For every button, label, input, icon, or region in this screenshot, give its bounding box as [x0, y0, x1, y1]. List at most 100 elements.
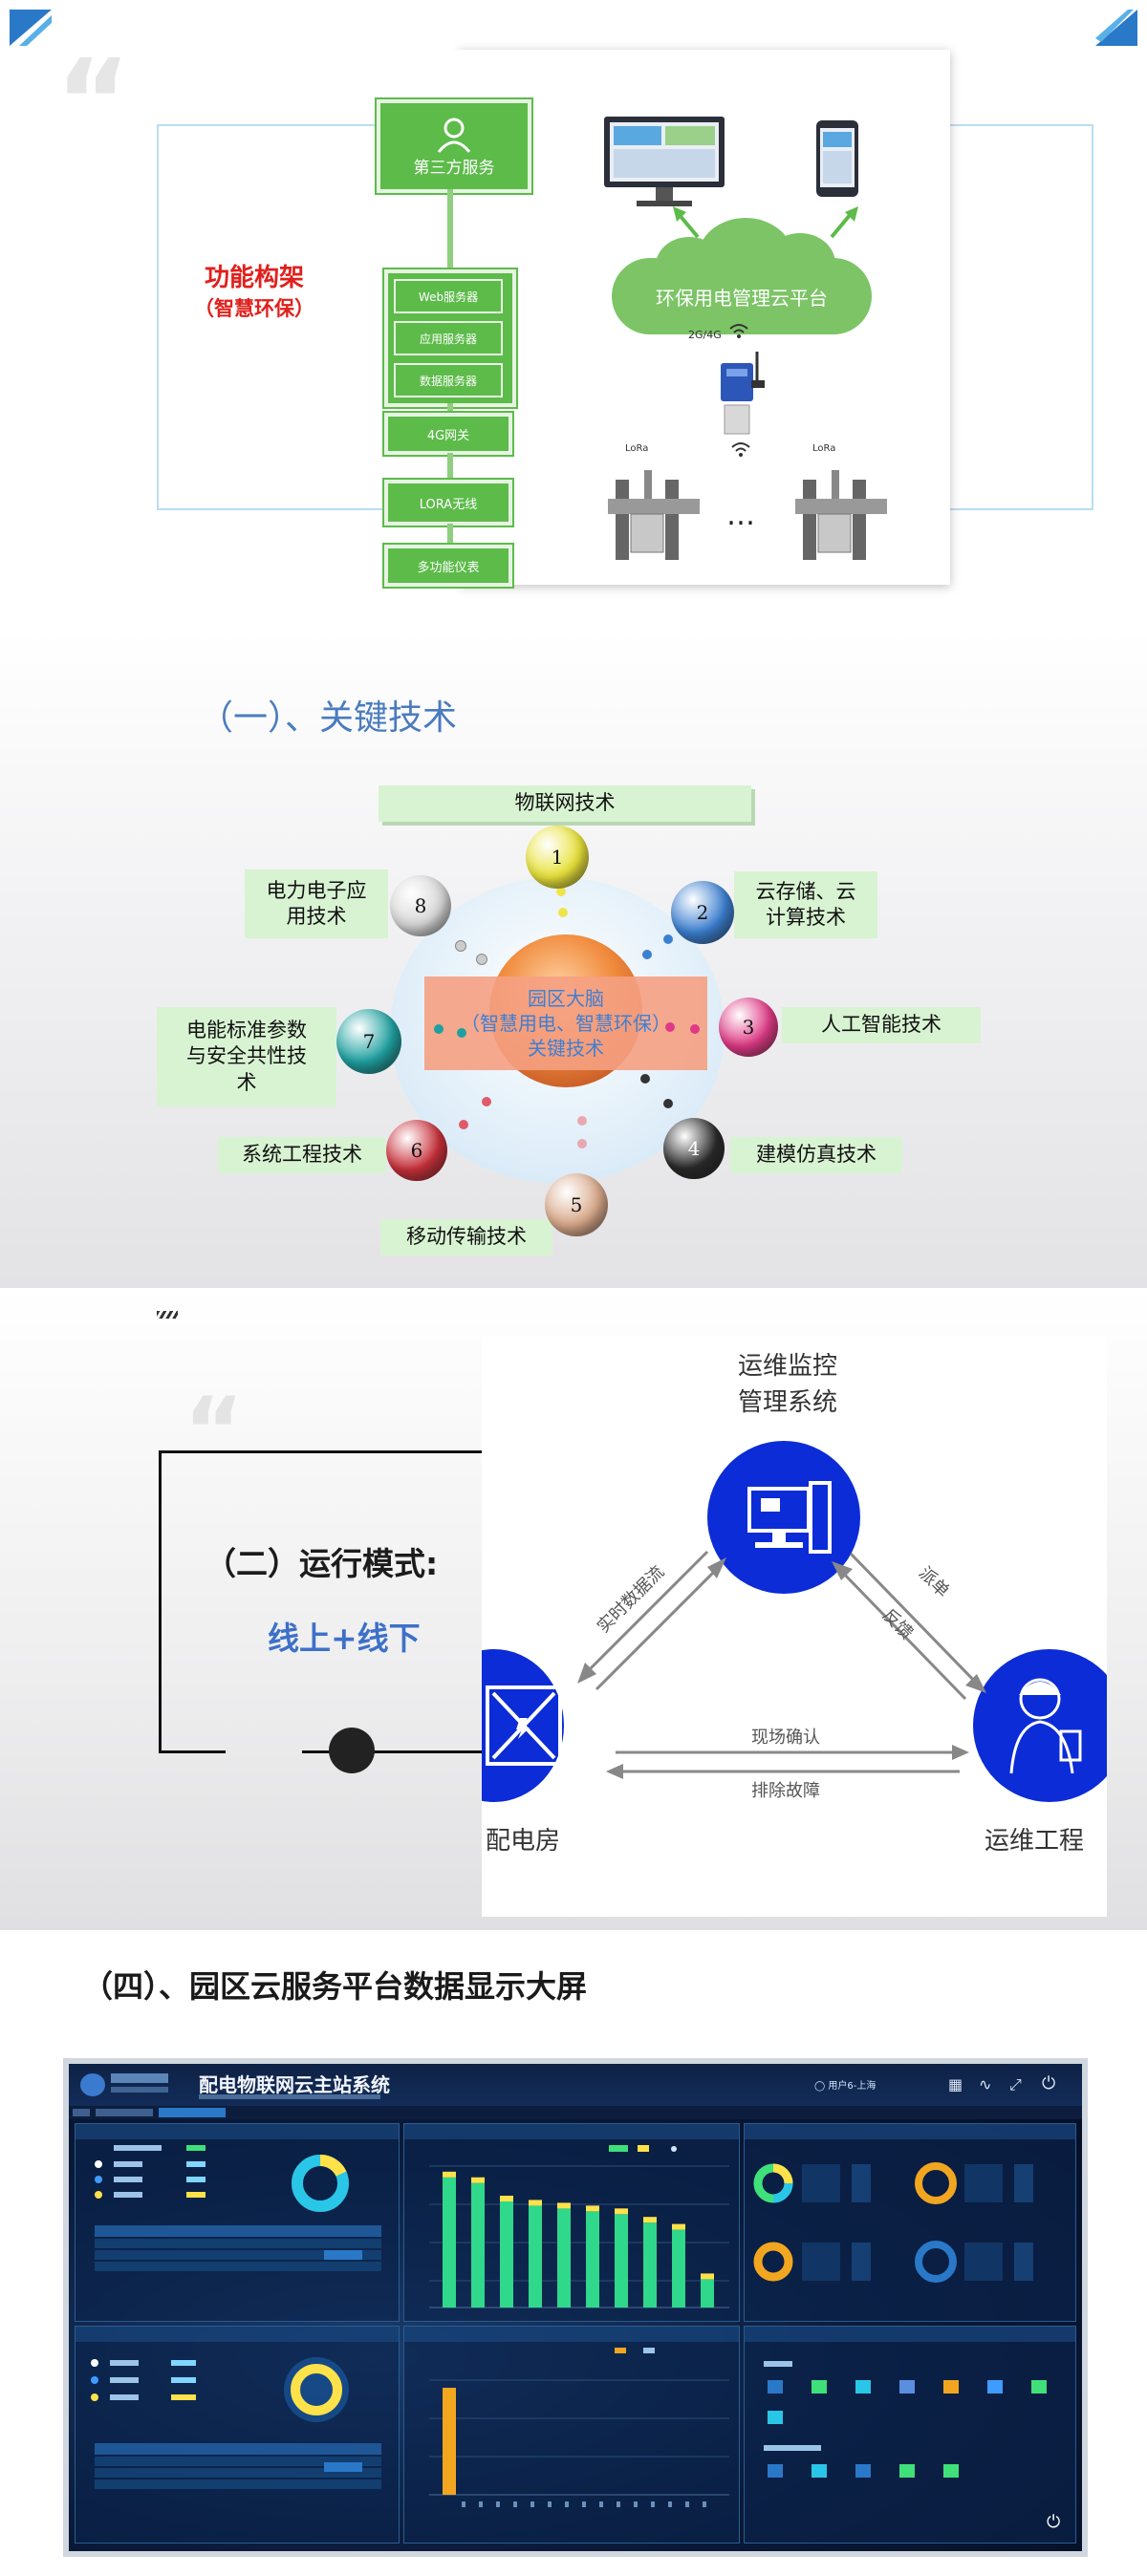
frame-knob: [329, 1728, 375, 1773]
mode-subtitle: 线上+线下: [268, 1620, 421, 1657]
tech-label-3: 人工智能技术: [782, 1007, 981, 1043]
tech-node-3: 3: [719, 998, 778, 1057]
app-server-box: 应用服务器: [392, 319, 505, 357]
meter-device-left: [608, 470, 700, 560]
arrow-label-confirm: 现场确认: [751, 1728, 820, 1748]
panel-bottom-right-content: [764, 2361, 1047, 2478]
dot: [482, 1097, 491, 1106]
panel-top-right: [744, 2123, 1076, 2322]
power-icon-corner[interactable]: ⏻: [1047, 2512, 1061, 2532]
arrow-label-troubleshoot: 排除故障: [751, 1781, 820, 1801]
dashboard-bar: [586, 2211, 599, 2308]
tech-node-1: 1: [526, 826, 589, 889]
phone-icon: [816, 120, 858, 197]
dot: [434, 1024, 444, 1034]
panel-top-right-content: [753, 2162, 1033, 2283]
dot: [665, 1022, 675, 1032]
devices-ellipsis: …: [726, 499, 755, 532]
dashboard-bar-cap: [471, 2177, 485, 2183]
dot: [577, 1116, 587, 1126]
tech-label-2: 云存储、云 计算技术: [734, 871, 877, 938]
architecture-diagram: 第三方服务 Web服务器 应用服务器 数据服务器 4G网关 LORA无线 多功能…: [375, 50, 950, 589]
dot: [690, 1024, 700, 1034]
panel-bottom-left: [75, 2326, 400, 2544]
wifi-icon: [729, 324, 748, 338]
gateway-device-icon: [721, 352, 765, 435]
dashboard-bar-cap: [443, 2171, 456, 2178]
hub-label-3: 关键技术: [528, 1037, 604, 1060]
monitor-icon: [604, 117, 725, 206]
dashboard-bar-cap: [701, 2273, 714, 2280]
tech-label-8: 电力电子应 用技术: [245, 869, 388, 938]
dot: [577, 1139, 587, 1148]
dot: [642, 950, 652, 959]
dot: [558, 908, 568, 917]
fullscreen-icon[interactable]: ⤢: [1009, 2075, 1022, 2093]
monitor-system-label: 运维监控 管理系统: [738, 1352, 838, 1417]
dashboard-tabs: [69, 2106, 1082, 2119]
hub-label-1: 园区大脑: [528, 987, 604, 1010]
dot: [476, 954, 487, 965]
cloud-arrows: [673, 206, 858, 239]
web-server-box: Web服务器: [392, 277, 505, 315]
chart-icon[interactable]: ∿: [979, 2075, 992, 2093]
slash-deco: [157, 1311, 178, 1319]
tech-label-5: 移动传输技术: [380, 1219, 552, 1256]
bar-chart: [429, 2145, 729, 2308]
mode-title: （二）运行模式:: [205, 1545, 439, 1582]
dashboard-bar: [701, 2279, 714, 2308]
tech-node-6: 6: [386, 1120, 447, 1181]
tech-node-7: 7: [336, 1009, 401, 1074]
dashboard-bar: [615, 2214, 628, 2308]
architecture-label: 功能构架 （智慧环保）: [187, 258, 321, 322]
dashboard-bar: [443, 2177, 456, 2308]
user-label: ◯ 用户6-上海: [814, 2081, 876, 2092]
label-line-1: 功能构架: [204, 264, 304, 292]
user-icon: ◯: [814, 2081, 826, 2092]
dashboard-bar: [672, 2229, 685, 2308]
grid-icon[interactable]: ▦: [948, 2075, 963, 2093]
quote-decoration: “: [184, 1378, 245, 1485]
computer-icon: [747, 1481, 832, 1554]
dashboard-screenshot: 配电物联网云主站系统 ◯ 用户6-上海 ▦ ∿ ⤢ ⏻: [63, 2058, 1088, 2557]
corner-deco-right: [1095, 10, 1137, 46]
section-key-technologies: （一）、关键技术 园区大脑 （智慧用电、智慧环保） 关键技术 物联网技术 1 云…: [0, 631, 1147, 1288]
network-label: 2G/4G: [688, 329, 722, 341]
engineer-label: 运维工程: [985, 1827, 1085, 1856]
panel-top-left: [75, 2123, 400, 2322]
tech-node-5: 5: [545, 1173, 608, 1236]
lora-tag-left: LoRa: [625, 443, 649, 454]
dot: [663, 1099, 673, 1108]
engineer-node: [973, 1649, 1107, 1802]
server-group: Web服务器 应用服务器 数据服务器: [382, 268, 518, 409]
lora-box: LORA无线: [382, 478, 514, 527]
tech-node-2: 2: [671, 881, 734, 944]
tech-node-4: 4: [663, 1118, 725, 1179]
operation-cycle-diagram: 运维监控 管理系统 配电房: [482, 1336, 1107, 1917]
dashboard-bar-cap: [500, 2196, 513, 2201]
engineer-icon: [1009, 1678, 1082, 1774]
dashboard-bar: [500, 2201, 513, 2308]
panel-top-left-content: [95, 2145, 381, 2271]
dashboard-bar: [643, 2222, 657, 2308]
dashboard-bar-cap: [557, 2202, 571, 2209]
power-room-icon: [486, 1685, 562, 1766]
dashboard-bar-cap: [672, 2223, 685, 2230]
monitor-node: [707, 1441, 860, 1594]
dashboard-bar-cap: [615, 2208, 628, 2215]
data-server-box: 数据服务器: [392, 361, 505, 399]
meter-box: 多功能仪表: [382, 543, 514, 589]
dashboard-title: 配电物联网云主站系统: [199, 2073, 390, 2096]
gateway-box: 4G网关: [382, 411, 514, 457]
third-party-box: 第三方服务: [375, 97, 533, 195]
wifi-icon-2: [731, 442, 750, 457]
cloud-platform: 环保用电管理云平台: [612, 258, 872, 334]
dot: [663, 934, 673, 944]
dashboard-heading: （四）、园区云服务平台数据显示大屏: [82, 1968, 588, 2005]
logo-icon: [80, 2073, 105, 2096]
dashboard-bar-cap: [586, 2205, 599, 2212]
section-heading: （一）、关键技术: [199, 698, 458, 738]
power-icon[interactable]: ⏻: [1042, 2073, 1056, 2093]
dot: [457, 1028, 466, 1038]
dashboard-topbar: 配电物联网云主站系统 ◯ 用户6-上海 ▦ ∿ ⤢ ⏻: [69, 2064, 1082, 2107]
